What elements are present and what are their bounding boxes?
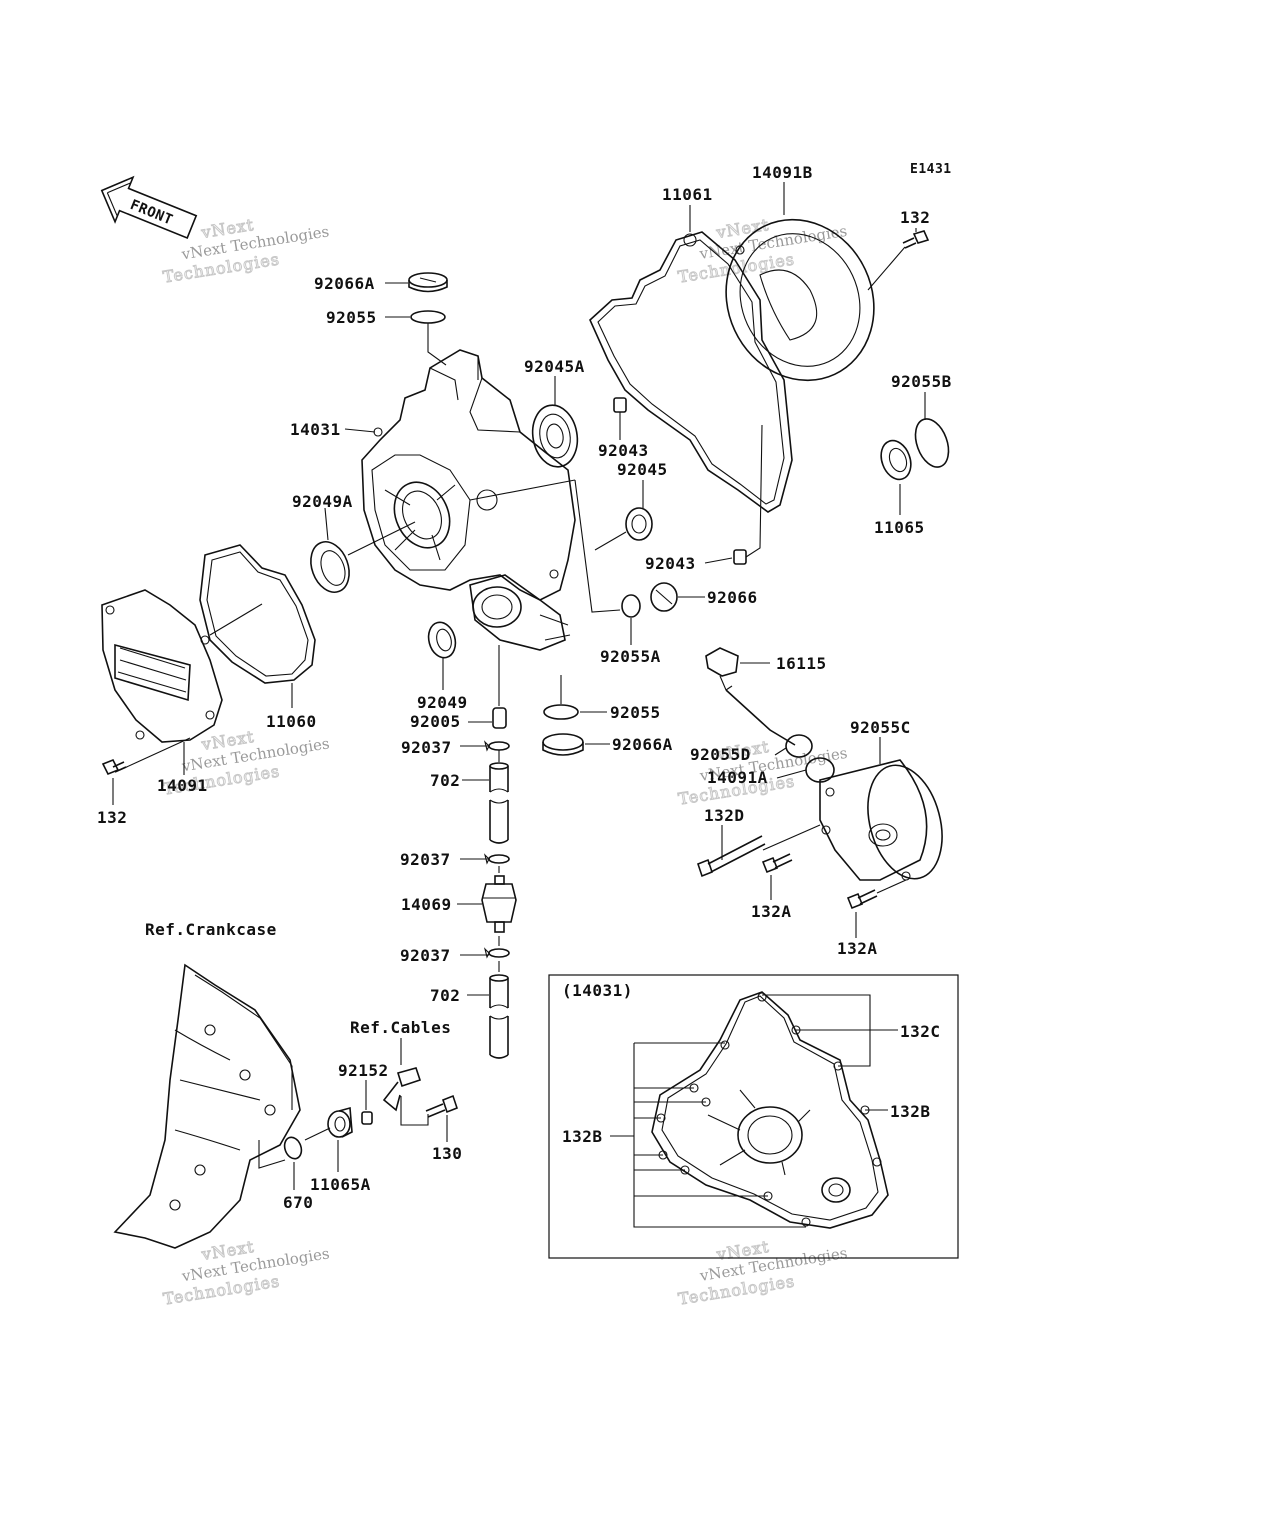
label-702-a: 702	[430, 771, 460, 790]
bolt-132-left-icon	[101, 758, 127, 776]
clamp-92037-c-icon	[483, 947, 510, 959]
label-92055D: 92055D	[690, 745, 751, 764]
plug-11065A-icon	[327, 1106, 353, 1138]
label-11065: 11065	[874, 518, 925, 537]
label-92066: 92066	[707, 588, 758, 607]
label-92037-b: 92037	[400, 850, 451, 869]
label-670: 670	[283, 1193, 313, 1212]
oring-92055A-icon	[621, 594, 641, 618]
label-132B-right: 132B	[890, 1102, 931, 1121]
label-132C: 132C	[900, 1022, 941, 1041]
label-11065A: 11065A	[310, 1175, 371, 1194]
cover-14091-icon	[101, 589, 223, 743]
label-92045A: 92045A	[524, 357, 585, 376]
label-92055C: 92055C	[850, 718, 911, 737]
label-92043-a: 92043	[598, 441, 649, 460]
label-132A-b: 132A	[837, 939, 878, 958]
cover-14091B-icon	[725, 218, 875, 382]
label-130: 130	[432, 1144, 462, 1163]
gasket-11060-icon	[199, 544, 316, 684]
inset-title: (14031)	[562, 981, 633, 1000]
cover-14091A-icon	[805, 757, 928, 881]
bolt-132A-b-icon	[846, 889, 878, 910]
hose-702-b-icon	[489, 974, 509, 1059]
label-92045: 92045	[617, 460, 668, 479]
leader-lines	[112, 182, 926, 1190]
part-labels: 92066A 92055 14031 92049A 11060 14091 13…	[97, 163, 952, 1212]
front-arrow-icon: FRONT	[100, 175, 198, 240]
label-92152: 92152	[338, 1061, 389, 1080]
label-702-b: 702	[430, 986, 460, 1005]
sensor-16115-icon	[705, 647, 796, 746]
watermark-mid-right: vNext Technologies vNext Technologies	[676, 736, 848, 809]
inset-cover-14031-icon	[651, 991, 889, 1229]
plug-11065-icon	[880, 439, 912, 481]
label-92055-top: 92055	[326, 308, 377, 327]
oring-92055-top-icon	[410, 310, 446, 324]
hose-702-a-icon	[489, 762, 509, 844]
label-14069: 14069	[401, 895, 452, 914]
figure-code: E1431	[910, 162, 952, 177]
oring-92055-mid-icon	[543, 704, 579, 720]
oring-92055D-icon	[785, 734, 813, 758]
plug-92066-icon	[650, 582, 678, 612]
label-92066A-mid: 92066A	[612, 735, 673, 754]
cap-92066A-mid-icon	[542, 733, 584, 756]
label-92049A: 92049A	[292, 492, 353, 511]
label-14091B: 14091B	[752, 163, 813, 182]
dowel-92043-b-icon	[733, 549, 747, 565]
oring-92055B-icon	[914, 418, 950, 468]
label-ref-cables: Ref.Cables	[350, 1018, 451, 1037]
bearing-92045-icon	[625, 507, 653, 541]
label-92055B: 92055B	[891, 372, 952, 391]
watermark-bottom-left: vNext Technologies vNext Technologies	[161, 1236, 330, 1309]
dowel-92043-a-icon	[613, 397, 627, 413]
label-14091: 14091	[157, 776, 208, 795]
label-132D: 132D	[704, 806, 745, 825]
label-92055A: 92055A	[600, 647, 661, 666]
label-92005: 92005	[410, 712, 461, 731]
label-132B-left: 132B	[562, 1127, 603, 1146]
oring-670-icon	[283, 1136, 303, 1160]
filter-14069-icon	[481, 875, 517, 933]
label-11061: 11061	[662, 185, 713, 204]
label-132-right: 132	[900, 208, 930, 227]
bolt-132D-icon	[697, 835, 766, 878]
watermark-top-left: vNext Technologies vNext Technologies	[161, 214, 330, 287]
cable-bracket-icon	[382, 1067, 422, 1112]
label-92037-c: 92037	[400, 946, 451, 965]
cap-92066A-icon	[408, 272, 448, 293]
bolt-130-icon	[425, 1094, 458, 1118]
inset-14031: (14031)	[548, 974, 959, 1259]
seal-92049A-icon	[310, 541, 350, 593]
gasket-11061-icon	[589, 231, 793, 513]
bolt-132A-a-icon	[761, 853, 793, 874]
label-132-left: 132	[97, 808, 127, 827]
label-92043-b: 92043	[645, 554, 696, 573]
label-14031: 14031	[290, 420, 341, 439]
crankcase-reference-icon	[113, 963, 301, 1249]
bearing-92045A-icon	[531, 404, 579, 468]
label-16115: 16115	[776, 654, 827, 673]
fitting-92005-icon	[492, 707, 507, 729]
seal-92049-icon	[427, 621, 457, 659]
bolt-132-right-icon	[902, 230, 930, 249]
label-92066A: 92066A	[314, 274, 375, 293]
oring-92055C-icon	[867, 764, 943, 880]
cover-14031-icon	[361, 349, 576, 651]
collar-92152-icon	[361, 1111, 373, 1125]
label-92049: 92049	[417, 693, 468, 712]
label-ref-crankcase: Ref.Crankcase	[145, 920, 277, 939]
label-11060: 11060	[266, 712, 317, 731]
label-132A-a: 132A	[751, 902, 792, 921]
label-92037-a: 92037	[401, 738, 452, 757]
label-14091A: 14091A	[707, 768, 768, 787]
watermark-bottom-right: vNext Technologies vNext Technologies	[676, 1236, 848, 1309]
label-92055-mid: 92055	[610, 703, 661, 722]
